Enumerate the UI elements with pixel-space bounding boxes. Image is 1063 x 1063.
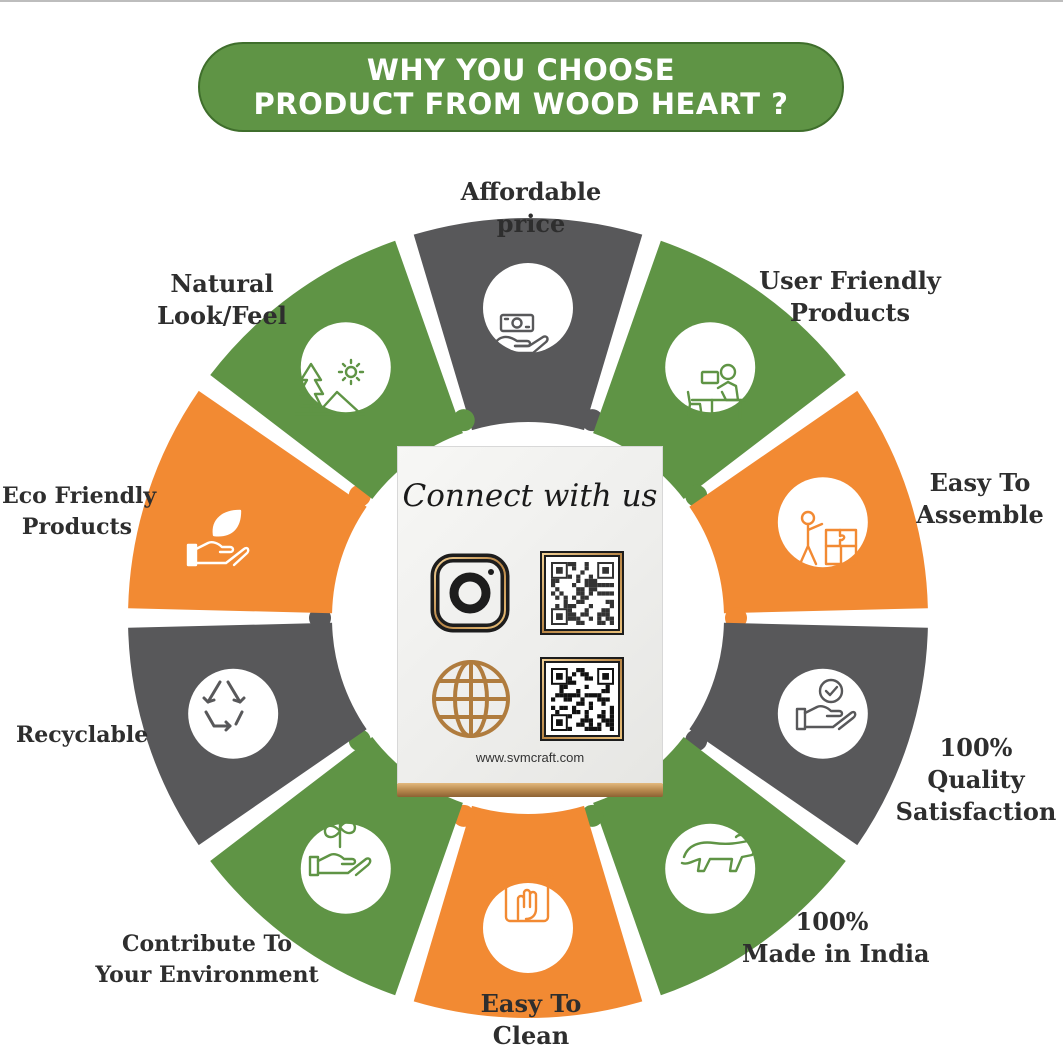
- label-eco-friendly: Eco Friendly Products: [2, 481, 157, 543]
- label-recyclable: Recyclable: [16, 720, 149, 751]
- person-at-desk-icon: [686, 363, 748, 420]
- social-icons-panel: [430, 551, 624, 741]
- icon-circle-easy-clean: [483, 883, 573, 973]
- label-affordable-price: Affordable price: [411, 176, 651, 240]
- label-easy-clean: Easy To Clean: [431, 988, 631, 1052]
- icon-circle-quality: [777, 668, 868, 759]
- label-easy-clean-line-1: Easy To: [480, 989, 582, 1018]
- label-easy-assemble-line-1: Easy To: [929, 468, 1031, 497]
- recycle-icon: [202, 680, 246, 732]
- instagram-icon: [430, 553, 510, 633]
- website-qr-code: [540, 657, 624, 741]
- label-easy-clean-line-2: Clean: [492, 1021, 570, 1050]
- money-hand-icon: [487, 313, 549, 355]
- label-affordable-line-1: Affordable: [460, 177, 602, 206]
- label-user-friendly: User Friendly Products: [740, 265, 960, 329]
- wipe-clean-icon: [504, 869, 560, 923]
- label-user-friendly-line-1: User Friendly: [759, 266, 941, 295]
- label-natural-line-2: Look/Feel: [157, 301, 287, 330]
- label-eco-friendly-line-2: Products: [21, 514, 133, 540]
- icon-circle-environment: [300, 823, 391, 914]
- label-affordable-line-2: price: [496, 209, 566, 238]
- label-user-friendly-line-2: Products: [789, 298, 911, 327]
- label-quality-line-3: Satisfaction: [895, 797, 1057, 826]
- hand-badge-icon: [795, 678, 857, 731]
- label-quality: 100% Quality Satisfaction: [893, 732, 1059, 828]
- label-easy-assemble: Easy To Assemble: [905, 467, 1055, 531]
- instagram-qr-code: [540, 551, 624, 635]
- label-eco-friendly-line-1: Eco Friendly: [2, 483, 157, 509]
- plant-hand-icon: [308, 819, 372, 877]
- icon-circle-recyclable: [188, 668, 279, 759]
- icon-circle-user-friendly: [665, 322, 756, 413]
- label-natural-look: Natural Look/Feel: [142, 268, 302, 332]
- lion-icon: [680, 833, 756, 873]
- leaf-hand-icon: [186, 509, 250, 567]
- product-stand-image: Connect with us: [397, 446, 663, 797]
- label-environment-line-2: Your Environment: [95, 962, 319, 988]
- title-banner: WHY YOU CHOOSE PRODUCT FROM WOOD HEART ?: [198, 42, 844, 132]
- globe-icon: [432, 660, 510, 738]
- banner-line-2: PRODUCT FROM WOOD HEART ?: [253, 87, 789, 121]
- icon-circle-easy-assemble: [777, 477, 868, 568]
- label-quality-line-1: 100%: [939, 733, 1013, 762]
- icon-circle-made-in-india: [665, 823, 756, 914]
- banner-line-1: WHY YOU CHOOSE: [366, 53, 676, 87]
- label-environment-line-1: Contribute To: [121, 931, 292, 957]
- website-url: www.svmcraft.com: [475, 750, 585, 765]
- label-quality-line-2: Quality: [927, 765, 1025, 794]
- label-natural-line-1: Natural: [170, 269, 274, 298]
- label-recyclable-line-1: Recyclable: [16, 722, 149, 748]
- label-environment: Contribute To Your Environment: [92, 929, 322, 991]
- segment-connector-natural: [452, 409, 475, 432]
- label-made-in-india-line-1: 100%: [795, 907, 869, 936]
- connect-heading: Connect with us: [402, 478, 658, 514]
- tree-mountain-sun-icon: [293, 358, 367, 416]
- puzzle-assemble-icon: [798, 510, 858, 566]
- label-made-in-india-line-2: Made in India: [742, 939, 930, 968]
- top-divider: [0, 0, 1063, 2]
- stand-base: [397, 783, 663, 797]
- label-made-in-india: 100% Made in India: [742, 906, 930, 970]
- label-easy-assemble-line-2: Assemble: [916, 500, 1044, 529]
- icon-circle-natural: [300, 322, 391, 413]
